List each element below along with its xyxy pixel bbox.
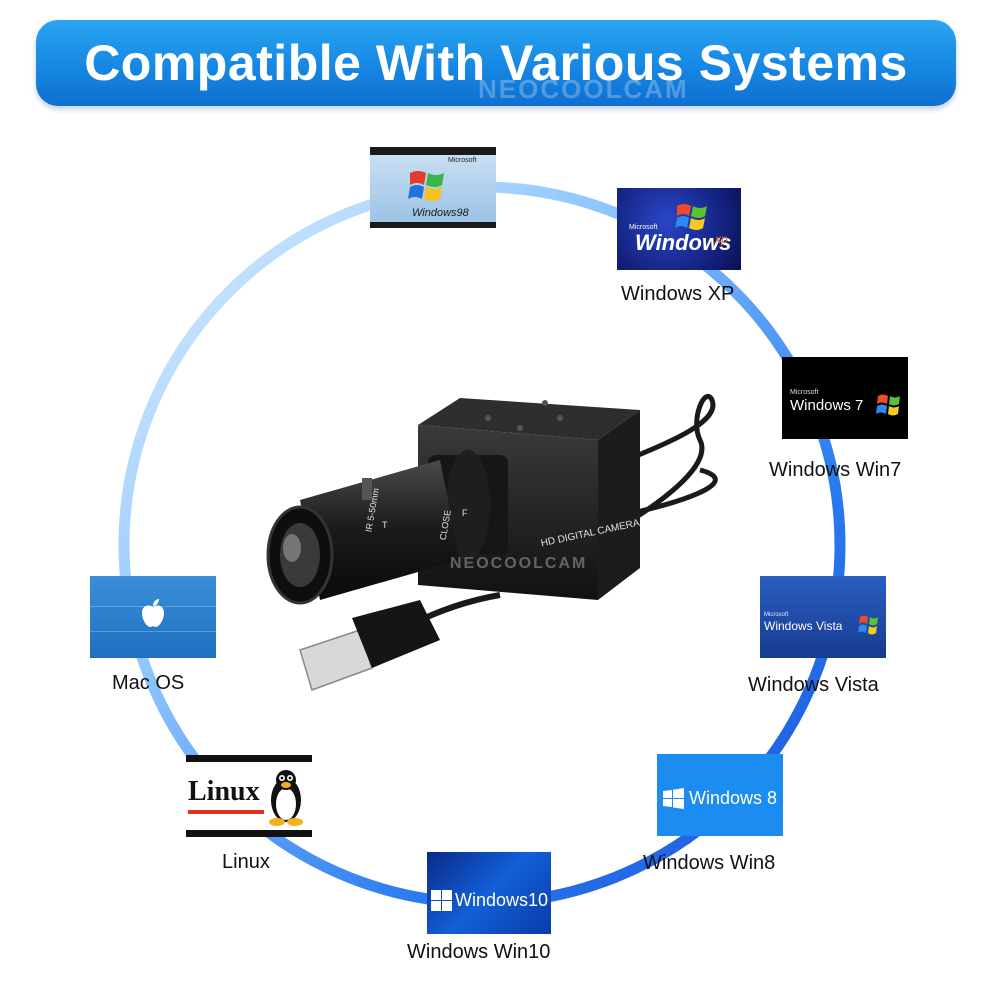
caption-windows-vista: Windows Vista bbox=[748, 674, 879, 696]
windows10-logo-icon bbox=[431, 890, 452, 911]
camera-lens bbox=[266, 450, 508, 605]
caption-mac-os: Mac OS bbox=[112, 672, 185, 694]
windows8-logo: Windows 8 bbox=[657, 754, 783, 836]
windows98-logo: Microsoft Windows98 bbox=[370, 147, 496, 228]
lens-f-label: F bbox=[462, 508, 468, 518]
windows-xp-text: Windows bbox=[635, 230, 732, 255]
caption-windows-win7: Windows Win7 bbox=[769, 459, 902, 481]
usb-plug bbox=[299, 600, 440, 691]
windows7-logo: Microsoft Windows 7 bbox=[782, 357, 908, 439]
windows8-logo-icon bbox=[663, 788, 684, 809]
linux-underline bbox=[188, 810, 264, 814]
windows10-text: Windows10 bbox=[455, 890, 549, 910]
windows-vista-logo-icon bbox=[858, 615, 878, 635]
apple-logo-icon bbox=[142, 599, 164, 627]
lens-t-label: T bbox=[382, 520, 388, 530]
windows-xp-brand: Microsoft bbox=[629, 224, 658, 231]
caption-windows-win10: Windows Win10 bbox=[407, 941, 551, 963]
linux-tux-logo-icon bbox=[269, 770, 303, 826]
windows7-brand: Microsoft bbox=[790, 389, 819, 396]
watermark-center: NEOCOOLCAM bbox=[450, 555, 588, 572]
windows98-logo-icon bbox=[408, 171, 444, 201]
title-banner: Compatible With Various Systems bbox=[36, 20, 956, 106]
caption-windows-xp: Windows XP bbox=[621, 283, 735, 305]
banner-title: Compatible With Various Systems bbox=[84, 35, 908, 91]
windows-vista-brand: Microsoft bbox=[764, 612, 789, 618]
windows7-logo-icon bbox=[876, 394, 900, 416]
windows98-brand: Microsoft bbox=[448, 157, 477, 164]
mac-os-logo bbox=[90, 576, 216, 658]
windows7-text: Windows 7 bbox=[790, 397, 864, 414]
windows-xp-logo: Microsoft Windows xp bbox=[617, 188, 741, 270]
windows-xp-suffix: xp bbox=[715, 232, 728, 246]
windows-vista-logo: Microsoft Windows Vista bbox=[760, 576, 886, 658]
windows-xp-logo-icon bbox=[675, 204, 707, 230]
caption-windows-win8: Windows Win8 bbox=[643, 852, 776, 874]
linux-logo: Linux bbox=[186, 755, 312, 837]
windows8-text: Windows 8 bbox=[689, 788, 778, 808]
linux-text: Linux bbox=[188, 776, 260, 807]
windows-vista-text: Windows Vista bbox=[764, 619, 843, 633]
windows10-logo: Windows10 bbox=[427, 852, 551, 934]
watermark-top: NEOCOOLCAM bbox=[478, 74, 689, 104]
caption-linux: Linux bbox=[222, 851, 270, 873]
windows98-text: Windows98 bbox=[412, 207, 469, 219]
